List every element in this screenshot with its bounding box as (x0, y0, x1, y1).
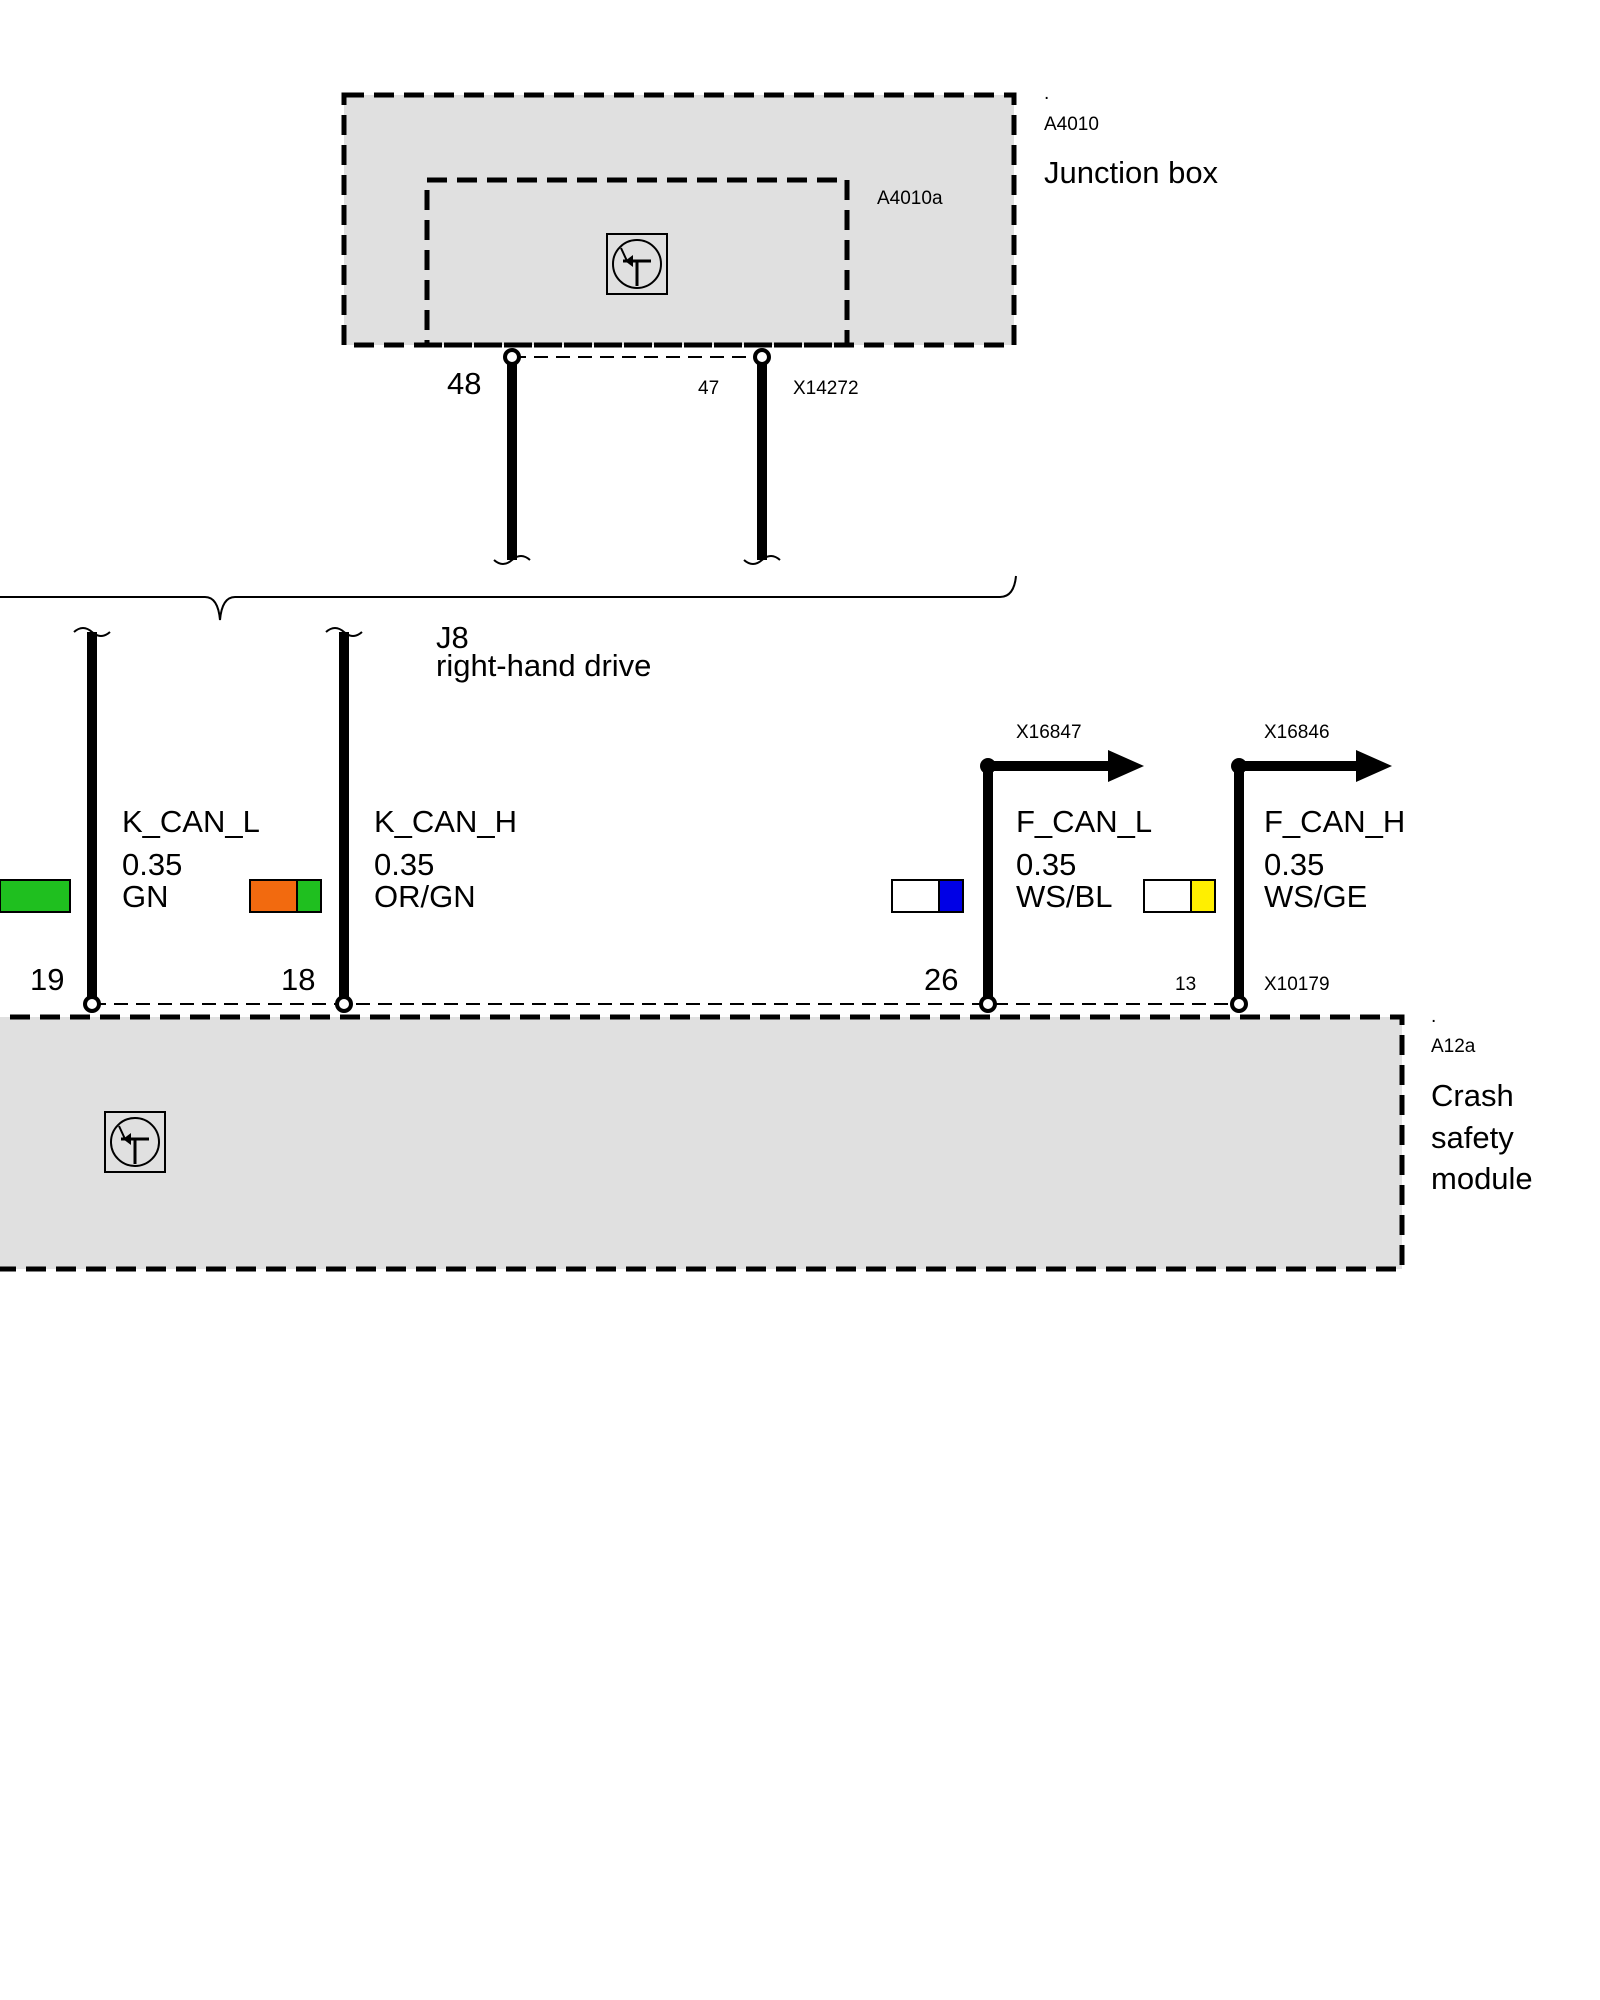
pin-19-label: 19 (30, 962, 64, 997)
wire-f-can-h-color-code: WS/GE (1264, 879, 1367, 914)
wire-k-can-l-swatch (0, 879, 71, 913)
crash-module-name-line-2: safety (1431, 1120, 1514, 1155)
wire-f-can-l-signal: F_CAN_L (1016, 804, 1152, 839)
pin-19-terminal (83, 995, 101, 1013)
junction-box-sub-id: A4010a (877, 188, 943, 209)
swatch-f-can-h-frame (1143, 879, 1216, 913)
pin-18-terminal (335, 995, 353, 1013)
wire-f-can-l-color-code: WS/BL (1016, 879, 1112, 914)
arrow-right-icon (1108, 750, 1144, 782)
wire-f-can-h-swatch (1143, 879, 1216, 913)
pin-26-terminal (979, 995, 997, 1013)
swatch-f-can-h-main (1144, 880, 1191, 912)
junction-box-name: Junction box (1044, 155, 1219, 190)
wire-break-pin48 (493, 555, 531, 565)
crash-module-outline (0, 1014, 1405, 1272)
crash-module-id: A12a (1431, 1036, 1476, 1057)
crash-module-name-line-3: module (1431, 1161, 1533, 1196)
pin-47-label: 47 (698, 378, 719, 399)
connector-x14272-label: X14272 (793, 378, 859, 399)
swatch-f-can-h-stripe (1191, 880, 1215, 912)
pin-48-label: 48 (447, 366, 481, 401)
wire-break-pin47 (743, 555, 781, 565)
wire-k-can-h-gauge: 0.35 (374, 847, 434, 882)
junction-box-id: A4010 (1044, 114, 1099, 135)
crash-module-name-line-1: Crash (1431, 1078, 1514, 1113)
pin-18-label: 18 (281, 962, 315, 997)
connector-x16846-label: X16846 (1264, 722, 1330, 743)
wire-k-can-h-swatch (249, 879, 322, 913)
wire-k-can-l-signal: K_CAN_L (122, 804, 260, 839)
junction-box-dot: . (1044, 83, 1049, 104)
swatch-f-can-l-main (892, 880, 939, 912)
crash-module-dot: . (1431, 1006, 1436, 1027)
arrow-right-icon (1356, 750, 1392, 782)
transistor-icon (606, 233, 668, 295)
connector-x16847-label: X16847 (1016, 722, 1082, 743)
wire-k-can-h-signal: K_CAN_H (374, 804, 517, 839)
variant-bracket (0, 575, 1017, 621)
connector-x10179-label: X10179 (1264, 974, 1330, 995)
wire-k-can-l-gauge: 0.35 (122, 847, 182, 882)
junction-box (341, 92, 1017, 348)
swatch-k-can-l-main (0, 880, 70, 912)
pin-48-terminal (503, 348, 521, 366)
wire-f-can-h-gauge: 0.35 (1264, 847, 1324, 882)
pin-13-terminal (1230, 995, 1248, 1013)
pin-13-label: 13 (1175, 974, 1196, 995)
wire-k-can-h-color-code: OR/GN (374, 879, 476, 914)
wire-f-can-l-gauge: 0.35 (1016, 847, 1076, 882)
swatch-k-can-h-frame (249, 879, 322, 913)
variant-label: right-hand drive (436, 648, 651, 683)
wire-f-can-h-signal: F_CAN_H (1264, 804, 1405, 839)
swatch-k-can-h-main (250, 880, 297, 912)
variant-code: J8 (436, 620, 469, 655)
wire-k-can-l-color-code: GN (122, 879, 169, 914)
pin-47-terminal (753, 348, 771, 366)
junction-box-inner-outline (424, 177, 850, 348)
swatch-f-can-l-stripe (939, 880, 963, 912)
crash-safety-module (0, 1014, 1405, 1272)
swatch-k-can-h-stripe (297, 880, 321, 912)
junction-box-outline (341, 92, 1017, 348)
wire-f-can-l-swatch (891, 879, 964, 913)
transistor-icon (104, 1111, 166, 1173)
pin-26-label: 26 (924, 962, 958, 997)
swatch-f-can-l-frame (891, 879, 964, 913)
swatch-k-can-l-frame (0, 879, 71, 913)
